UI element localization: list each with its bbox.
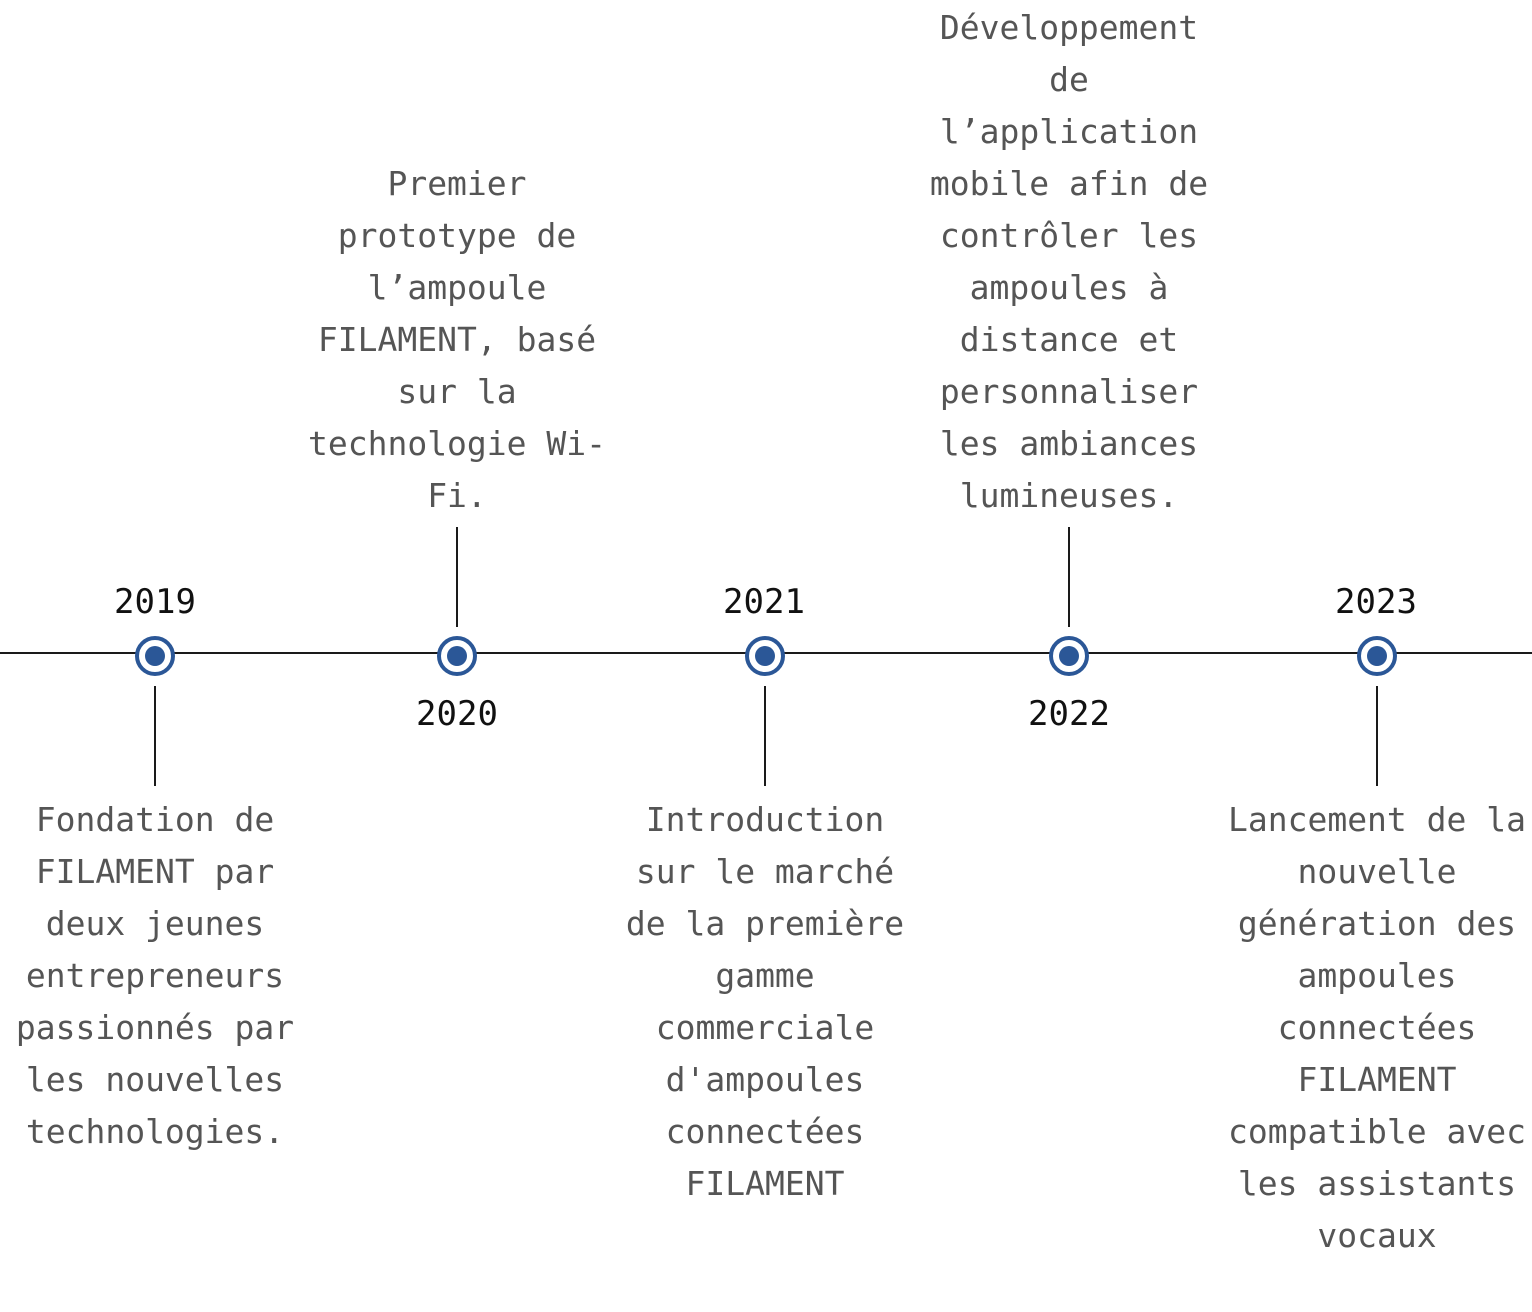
milestone-marker-icon: [1357, 636, 1397, 676]
milestone-connector: [1376, 686, 1378, 786]
milestone-connector: [1068, 527, 1070, 627]
milestone-description: Lancement de la nouvelle génération des …: [1227, 800, 1526, 1255]
milestone-year: 2023: [1335, 582, 1417, 622]
milestone-marker-icon: [135, 636, 175, 676]
milestone-description: Fondation de FILAMENT par deux jeunes en…: [15, 800, 295, 1151]
milestone-description: Développement de l’application mobile af…: [929, 8, 1209, 515]
milestone-year: 2022: [1028, 694, 1110, 734]
milestone-connector: [456, 527, 458, 627]
milestone-marker-icon: [745, 636, 785, 676]
milestone-marker-icon: [437, 636, 477, 676]
milestone-connector: [154, 686, 156, 786]
milestone-connector: [764, 686, 766, 786]
milestone-year: 2019: [114, 582, 196, 622]
milestone-year: 2020: [416, 694, 498, 734]
milestone-year: 2021: [723, 582, 805, 622]
milestone-marker-icon: [1049, 636, 1089, 676]
milestone-description: Premier prototype de l’ampoule FILAMENT,…: [307, 164, 606, 515]
milestone-description: Introduction sur le marché de la premièr…: [625, 800, 905, 1203]
